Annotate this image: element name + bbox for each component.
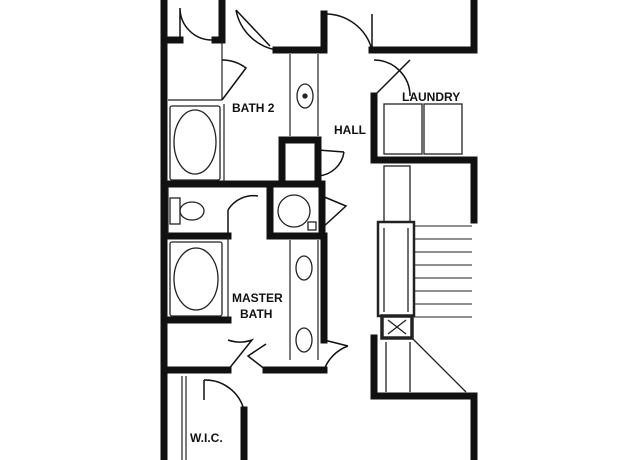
newel-post [380, 314, 414, 340]
door-bath2-inner [221, 59, 248, 101]
door-wc [321, 195, 348, 229]
wc-vent [307, 221, 317, 231]
door-master-hall [323, 339, 349, 371]
door-wic [203, 379, 245, 411]
door-laundry [373, 59, 411, 97]
door-top-left [179, 7, 213, 41]
bath2-sink [296, 83, 314, 109]
master-sink-1 [295, 255, 313, 281]
door-master-wic-a [227, 338, 255, 371]
master-tub [169, 241, 223, 317]
washer [383, 103, 423, 155]
master-sink-2 [295, 327, 313, 353]
master-toilet-tank [169, 197, 181, 225]
hall-shaft [383, 165, 411, 223]
stair-treads [414, 225, 472, 318]
newel-x-b [387, 319, 407, 335]
door-master-wic-b [246, 343, 267, 371]
door-hall-top [323, 13, 373, 51]
label-bath2: BATH 2 [232, 101, 275, 115]
master-tub-basin [173, 247, 219, 311]
fixtures [169, 83, 467, 393]
wc-fixture [277, 194, 311, 228]
stair-diagonal [411, 337, 467, 393]
thin-lines [167, 40, 319, 460]
bath2-tub-basin [173, 109, 217, 175]
door-closet [317, 149, 345, 177]
dryer [423, 103, 463, 155]
doors [179, 7, 411, 411]
label-laundry: LAUNDRY [402, 90, 460, 104]
bath2-sink-drain [302, 93, 308, 99]
bath2-tub [169, 105, 221, 181]
walls [160, 0, 478, 460]
label-master-line1: MASTER [232, 291, 283, 305]
door-master [227, 194, 259, 236]
door-bath2 [235, 9, 277, 51]
label-master-line2: BATH [240, 307, 272, 321]
label-wic: W.I.C. [190, 431, 223, 445]
label-hall: HALL [334, 123, 366, 137]
master-toilet-bowl [179, 201, 205, 221]
